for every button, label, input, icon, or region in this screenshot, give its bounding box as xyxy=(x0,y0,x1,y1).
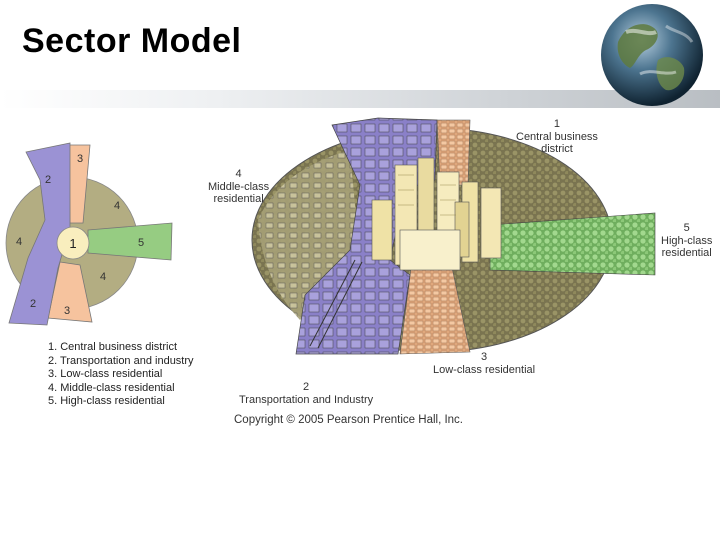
wheel-num-4-left: 4 xyxy=(16,236,22,248)
label-middle-num: 4 xyxy=(235,168,242,180)
sector-wheel xyxy=(5,142,173,326)
legend-item-5: 5. High-class residential xyxy=(48,395,165,408)
wheel-num-2-bottom: 2 xyxy=(30,298,36,310)
wheel-num-3-top: 3 xyxy=(77,153,83,165)
label-cbd-num: 1 xyxy=(553,118,561,130)
legend: 1. Central business district 2. Transpor… xyxy=(48,341,194,409)
label-cbd-line1: Central business xyxy=(516,130,598,143)
label-high-line2: residential xyxy=(661,247,712,259)
wheel-num-4-right: 4 xyxy=(114,200,120,212)
label-high-class: 5 High-class residential xyxy=(661,222,712,260)
wheel-num-4-bottom: 4 xyxy=(100,271,106,283)
label-cbd: 1 Central business district xyxy=(516,118,598,156)
legend-item-3: 3. Low-class residential xyxy=(48,368,163,381)
slide-title: Sector Model xyxy=(22,22,242,60)
legend-item-4: 4. Middle-class residential xyxy=(48,381,175,394)
label-cbd-line2: district xyxy=(541,143,573,155)
wheel-num-5: 5 xyxy=(138,237,144,249)
label-middle-line1: Middle-class xyxy=(208,180,270,193)
label-low-line1: Low-class residential xyxy=(433,363,536,376)
legend-item-2: 2. Transportation and industry xyxy=(48,354,194,367)
label-high-line1: High-class xyxy=(661,234,713,247)
label-transport-num: 2 xyxy=(303,381,310,393)
label-middle-line2: residential xyxy=(213,193,264,205)
wheel-num-3-bottom: 3 xyxy=(64,305,70,317)
label-middle-class: 4 Middle-class residential xyxy=(208,168,269,206)
label-transport-line1: Transportation and Industry xyxy=(239,393,374,406)
sector-model-diagram: 3 2 4 4 1 5 4 2 3 xyxy=(5,117,656,355)
city-illustration xyxy=(251,117,656,355)
label-high-num: 5 xyxy=(683,222,690,234)
legend-item-1: 1. Central business district xyxy=(48,341,177,353)
wheel-num-1: 1 xyxy=(69,236,76,251)
label-low-class: 3 Low-class residential xyxy=(433,351,535,376)
globe-image xyxy=(601,4,703,106)
header-band xyxy=(0,90,720,108)
wheel-num-2-top: 2 xyxy=(45,174,51,186)
copyright-notice: Copyright © 2005 Pearson Prentice Hall, … xyxy=(234,414,464,426)
label-low-num: 3 xyxy=(480,351,488,363)
label-transportation: 2 Transportation and Industry xyxy=(239,381,373,406)
